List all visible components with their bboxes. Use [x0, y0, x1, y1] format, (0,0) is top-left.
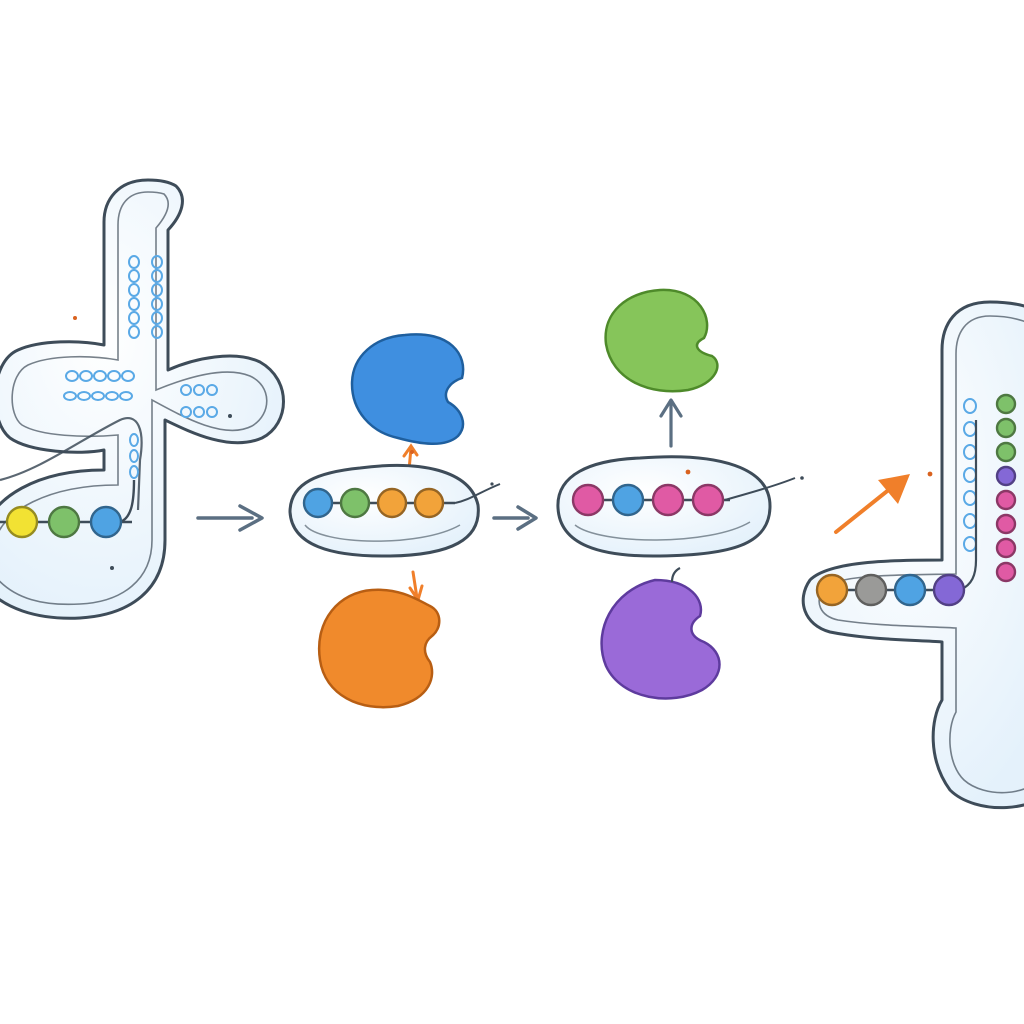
- pair-ring-12: [151, 325, 163, 339]
- complex-b: [556, 288, 796, 700]
- pair-ring-6: [151, 283, 163, 297]
- trna-right-bead-2: [854, 573, 888, 607]
- pair-ring-8: [151, 297, 163, 311]
- trna-right-stem-bead-7: [995, 537, 1017, 559]
- pair-ring-7: [128, 297, 140, 311]
- complex-b-bead-2: [611, 483, 645, 517]
- trna-right-stem-bead-1: [995, 393, 1017, 415]
- pair-ring-22: [119, 391, 133, 401]
- trna-left-inner-outline: [0, 191, 268, 606]
- trna-left-bead-chain: [5, 505, 123, 539]
- pair-ring-30: [129, 449, 139, 463]
- pair-ring-17: [121, 370, 135, 382]
- trna-right-stem-bead-5: [995, 489, 1017, 511]
- trna-right-stem-bead-6: [995, 513, 1017, 535]
- complex-a: [288, 333, 501, 709]
- complex-a-strand-tail: [454, 483, 501, 504]
- trna-right-bead-4: [932, 573, 966, 607]
- pair-ring-23: [180, 384, 192, 396]
- pair-ring-18: [63, 391, 77, 401]
- trna-right-stem-bead-3: [995, 441, 1017, 463]
- complex-a-bead-2: [339, 487, 371, 519]
- pair-ring-20: [91, 391, 105, 401]
- pair-ring-21: [105, 391, 119, 401]
- trna-left-bead-1: [5, 505, 39, 539]
- trna-left-strand-link: [119, 479, 136, 524]
- pair-ring-2: [151, 255, 163, 269]
- trna-left-wave: [0, 417, 143, 511]
- pair-ring-11: [128, 325, 140, 339]
- pair-ring-29: [129, 433, 139, 447]
- pair-ring-31: [129, 465, 139, 479]
- trna-left-bead-3: [89, 505, 123, 539]
- complex-b-capsule-inner: [574, 521, 751, 541]
- pair-ring-16: [107, 370, 121, 382]
- pair-ring-5: [128, 283, 140, 297]
- base-pairing-left: [63, 255, 218, 479]
- trna-right-outline: [801, 300, 1024, 810]
- blob-purple-bottom: [600, 578, 721, 700]
- blob-purple-stem: [670, 567, 681, 583]
- pair-ring-13: [65, 370, 79, 382]
- trna-right-stem-bead-8: [995, 561, 1017, 583]
- trna-right-stem-bead-2: [995, 417, 1017, 439]
- pair-ring-15: [93, 370, 107, 382]
- complex-a-capsule-inner: [304, 524, 461, 542]
- flow-arrow-2: [492, 505, 538, 531]
- complex-a-bead-1: [302, 487, 334, 519]
- pair-ring-14: [79, 370, 93, 382]
- pair-ring-19: [77, 391, 91, 401]
- blob-orange-bottom: [317, 588, 441, 709]
- trna-right-stem-bead-4: [995, 465, 1017, 487]
- pair-ring-1: [128, 255, 140, 269]
- pair-ring-24: [193, 384, 205, 396]
- trna-right-bead-chain: [815, 573, 966, 607]
- trna-right-stem-beads: [995, 393, 1017, 583]
- complex-b-bead-chain: [571, 483, 725, 517]
- complex-b-bead-1: [571, 483, 605, 517]
- pair-ring-26: [180, 406, 192, 418]
- pair-ring-27: [193, 406, 205, 418]
- pair-ring-3: [128, 269, 140, 283]
- pair-ring-4: [151, 269, 163, 283]
- blob-blue-top: [350, 333, 465, 445]
- blob-green-top: [604, 288, 719, 393]
- complex-b-bead-3: [651, 483, 685, 517]
- pair-ring-9: [128, 311, 140, 325]
- complex-b-strand-tail: [724, 477, 796, 501]
- complex-b-bead-4: [691, 483, 725, 517]
- complex-a-bead-4: [413, 487, 445, 519]
- flow-arrow-1: [196, 504, 264, 532]
- release-arrow-diagonal: [834, 474, 910, 534]
- pair-ring-28: [206, 406, 218, 418]
- release-arrow-up-b: [659, 398, 683, 448]
- trna-molecule-left: [0, 178, 285, 620]
- trna-right-bead-3: [893, 573, 927, 607]
- pair-ring-25: [206, 384, 218, 396]
- trna-right-inner-outline: [818, 315, 1024, 794]
- trna-left-bead-2: [47, 505, 81, 539]
- pair-ring-right-1: [963, 398, 977, 414]
- trna-molecule-right: [801, 300, 1024, 810]
- trna-left-outline: [0, 178, 285, 620]
- pair-ring-10: [151, 311, 163, 325]
- complex-a-bead-3: [376, 487, 408, 519]
- complex-a-bead-chain: [302, 487, 445, 519]
- trna-right-bead-1: [815, 573, 849, 607]
- speckles: [73, 316, 933, 570]
